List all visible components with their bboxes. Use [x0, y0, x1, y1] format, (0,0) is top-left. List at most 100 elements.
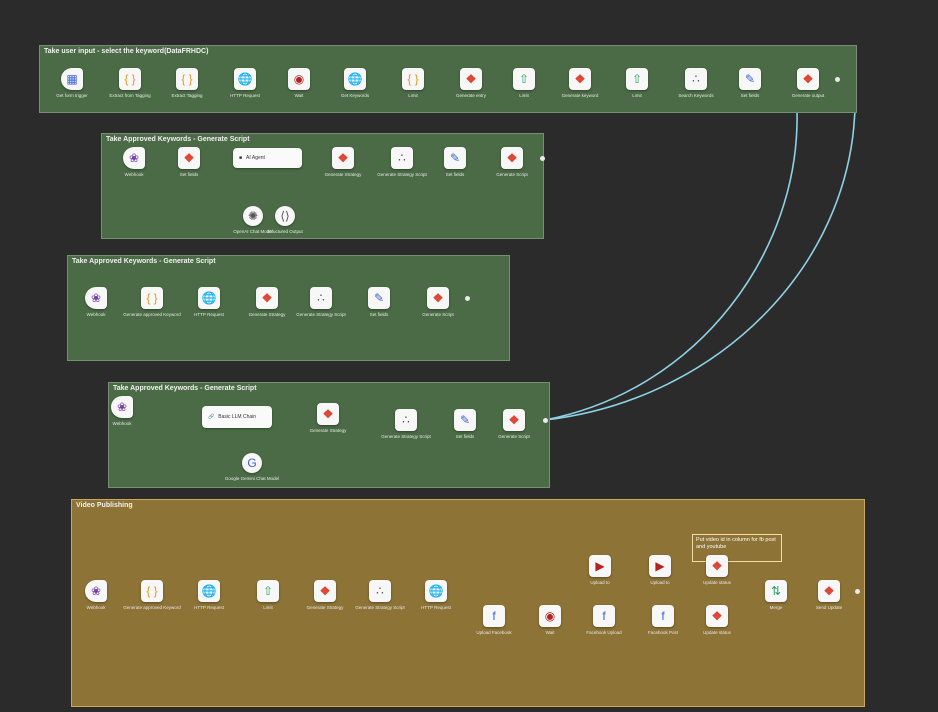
node-g5-9[interactable]: ❖	[706, 555, 728, 577]
globe-icon: 🌐	[201, 291, 217, 305]
node-g1-11[interactable]: ∴	[685, 68, 707, 90]
node-label: Extract from Tagging	[109, 93, 151, 98]
node-g2-4[interactable]: ✎	[444, 147, 466, 169]
globe-icon: 🌐	[237, 72, 253, 86]
node-label: Wait	[294, 93, 304, 98]
node-g1-4[interactable]: ◉	[288, 68, 310, 90]
node-g1-6[interactable]: { }	[402, 68, 424, 90]
node-g1-1[interactable]: { }	[119, 68, 141, 90]
node-g5-6[interactable]: 🌐	[425, 580, 447, 602]
node-g3-0[interactable]: ❀	[85, 287, 107, 309]
node-g2-6[interactable]: ✺	[243, 206, 263, 226]
node-g1-12[interactable]: ✎	[739, 68, 761, 90]
node-g1-5[interactable]: 🌐	[344, 68, 366, 90]
node-label: Get Keywords	[340, 93, 370, 98]
node-g5-13[interactable]: f	[652, 605, 674, 627]
node-g4-1[interactable]: ❖	[317, 403, 339, 425]
output-endpoint[interactable]	[542, 417, 548, 423]
node-g4-4[interactable]: ❖	[503, 409, 525, 431]
node-g3-6[interactable]: ❖	[427, 287, 449, 309]
node-g4-0[interactable]: ❀	[111, 396, 133, 418]
node-g4-5[interactable]: G	[242, 453, 262, 473]
node-g1-7[interactable]: ❖	[460, 68, 482, 90]
arrow-up-icon: ⇧	[631, 72, 643, 86]
node-g3-2[interactable]: 🌐	[198, 287, 220, 309]
node-label: Set fields	[445, 172, 465, 177]
node-label: Webhook	[112, 421, 132, 426]
output-endpoint[interactable]	[854, 588, 860, 594]
node-g5-7[interactable]: ▶	[589, 555, 611, 577]
node-g2-3[interactable]: ∴	[391, 147, 413, 169]
node-g5-12[interactable]: f	[593, 605, 615, 627]
node-g1-8[interactable]: ⇧	[513, 68, 535, 90]
group-video-publishing[interactable]: Video Publishing	[71, 499, 865, 707]
node-g5-11[interactable]: ◉	[539, 605, 561, 627]
node-g1-3[interactable]: 🌐	[234, 68, 256, 90]
sheets-icon: ❖	[261, 291, 273, 305]
node-label: Upload to	[650, 580, 670, 585]
node-label: Merge	[769, 605, 783, 610]
braces-icon: { }	[146, 584, 158, 598]
pencil-icon: ✎	[373, 291, 385, 305]
node-g5-1[interactable]: { }	[141, 580, 163, 602]
llm-chain-node[interactable]: 🔗 Basic LLM Chain	[202, 406, 272, 428]
node-label: Wait	[545, 630, 555, 635]
braces-icon: { }	[407, 72, 419, 86]
node-g2-0[interactable]: ❀	[123, 147, 145, 169]
node-g3-1[interactable]: { }	[141, 287, 163, 309]
node-g5-14[interactable]: ❖	[706, 605, 728, 627]
node-g5-10[interactable]: f	[483, 605, 505, 627]
node-g4-3[interactable]: ✎	[454, 409, 476, 431]
node-g4-2[interactable]: ∴	[395, 409, 417, 431]
node-g5-4[interactable]: ❖	[314, 580, 336, 602]
group-generate-script-3[interactable]: Take Approved Keywords - Generate Script	[108, 382, 550, 488]
node-label: Send Update	[815, 605, 843, 610]
youtube-icon: ▶	[595, 559, 605, 573]
node-g5-0[interactable]: ❀	[85, 580, 107, 602]
arrow-up-icon: ⇧	[518, 72, 530, 86]
group-user-input[interactable]: Take user input - select the keyword(Dat…	[39, 45, 857, 113]
globe-icon: 🌐	[201, 584, 217, 598]
nodes-icon: ∴	[398, 151, 406, 165]
node-label: Generate approved Keyword	[123, 605, 181, 610]
node-g2-5[interactable]: ❖	[501, 147, 523, 169]
sheets-icon: ❖	[337, 151, 349, 165]
node-label: Update status	[703, 630, 731, 635]
node-g1-2[interactable]: { }	[176, 68, 198, 90]
node-g3-5[interactable]: ✎	[368, 287, 390, 309]
node-g2-7[interactable]: ⟨⟩	[275, 206, 295, 226]
node-g1-13[interactable]: ❖	[797, 68, 819, 90]
node-g1-0[interactable]: ▦	[61, 68, 83, 90]
node-g3-4[interactable]: ∴	[310, 287, 332, 309]
sheets-icon: ❖	[322, 407, 334, 421]
node-label: Generate Strategy Script	[355, 605, 405, 610]
node-g5-15[interactable]: ⇅	[765, 580, 787, 602]
sticky-note[interactable]: Put video id in column for fb post and y…	[692, 534, 782, 562]
node-g3-3[interactable]: ❖	[256, 287, 278, 309]
facebook-icon: f	[661, 609, 665, 623]
node-g1-10[interactable]: ⇧	[626, 68, 648, 90]
sheets-icon: ❖	[802, 72, 814, 86]
node-g1-9[interactable]: ❖	[569, 68, 591, 90]
output-endpoint[interactable]	[834, 76, 840, 82]
node-g5-5[interactable]: ∴	[369, 580, 391, 602]
node-label: Generate Strategy	[324, 172, 362, 177]
node-g2-2[interactable]: ❖	[332, 147, 354, 169]
node-g5-8[interactable]: ▶	[649, 555, 671, 577]
pencil-icon: ✎	[459, 413, 471, 427]
node-label: Set fields	[369, 312, 389, 317]
node-g2-1[interactable]: ❖	[178, 147, 200, 169]
sheets-icon: ❖	[506, 151, 518, 165]
sheets-icon: ❖	[319, 584, 331, 598]
group-generate-script-1[interactable]: Take Approved Keywords - Generate Script	[101, 133, 544, 239]
globe-icon: 🌐	[347, 72, 363, 86]
node-g5-16[interactable]: ❖	[818, 580, 840, 602]
output-endpoint[interactable]	[539, 155, 545, 161]
node-label: Upload to	[590, 580, 610, 585]
ai-agent-node[interactable]: ■ AI Agent	[233, 148, 302, 168]
node-g5-2[interactable]: 🌐	[198, 580, 220, 602]
node-g5-3[interactable]: ⇧	[257, 580, 279, 602]
node-label: Search Keywords	[678, 93, 714, 98]
output-endpoint[interactable]	[464, 295, 470, 301]
